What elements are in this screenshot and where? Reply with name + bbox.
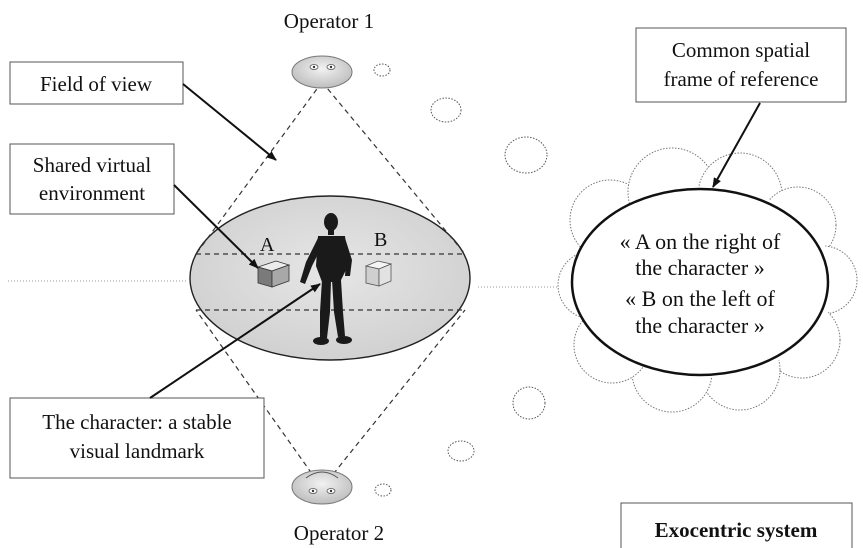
shared-environment-box	[9, 143, 175, 215]
system-label: Exocentric system	[655, 518, 818, 542]
object-b-cube	[364, 260, 393, 287]
thought-line-1: « A on the right of	[620, 229, 781, 254]
object-a-cube	[256, 260, 291, 288]
operator-1-label: Operator 1	[284, 9, 374, 33]
thought-line-4: the character »	[635, 313, 764, 338]
common-frame-line-1: Common spatial	[672, 38, 810, 62]
field-of-view-label: Field of view	[40, 72, 153, 96]
common-frame-box	[635, 27, 847, 103]
thought-trail-top	[373, 63, 548, 174]
operator-2-head	[291, 469, 353, 505]
shared-environment-line-1: Shared virtual	[33, 153, 152, 177]
thought-trail-bottom	[374, 386, 546, 497]
system-label-box	[620, 502, 853, 548]
operator-2-label: Operator 2	[294, 521, 384, 545]
character-line-1: The character: a stable	[42, 410, 231, 434]
thought-line-2: the character »	[635, 255, 764, 280]
thought-line-3: « B on the left of	[625, 286, 775, 311]
object-a-label: A	[260, 234, 275, 256]
field-of-view-arrow	[182, 83, 277, 161]
character-figure	[300, 213, 352, 345]
character-box	[9, 397, 265, 479]
object-b-label: B	[374, 229, 387, 251]
character-arrow	[149, 283, 321, 399]
common-frame-line-2: frame of reference	[663, 67, 818, 91]
common-frame-arrow	[712, 102, 761, 188]
shared-environment-line-2: environment	[39, 181, 145, 205]
operator-1-head	[291, 55, 353, 89]
character-line-2: visual landmark	[70, 439, 205, 463]
field-of-view-box	[9, 61, 184, 105]
common-frame-ellipse	[570, 187, 830, 377]
shared-environment-arrow	[173, 184, 259, 269]
